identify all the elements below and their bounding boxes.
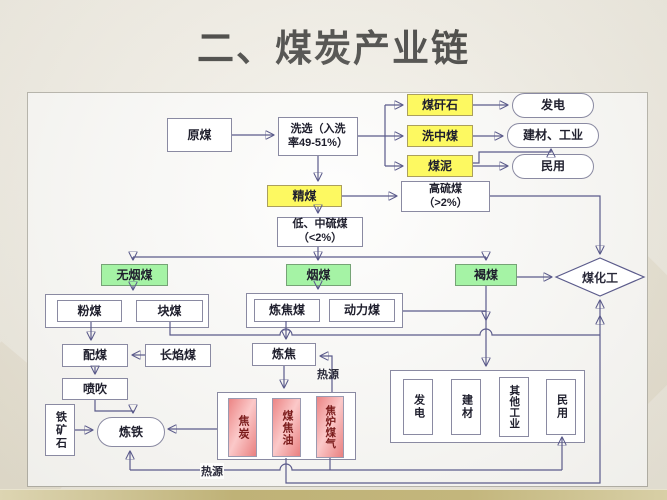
node-powder-coal: 粉煤 [57,300,122,322]
terminal-power-generation-top: 发电 [512,93,594,118]
node-coking-label: 炼焦 [271,347,296,361]
label-heat-source-iron-text: 热源 [200,462,224,479]
node-injection-label: 喷吹 [82,381,107,396]
node-blended-coal-label: 配煤 [82,348,107,362]
node-coal-gangue-label: 煤矸石 [421,97,458,112]
node-washed-middling-label: 洗中煤 [421,128,458,143]
node-other-industry-label: 其他工业 [508,385,521,429]
node-bituminous-coal: 烟煤 [286,264,351,286]
node-coal-gangue: 煤矸石 [407,94,473,116]
node-anthracite: 无烟煤 [101,264,168,286]
node-iron-ore-label: 铁矿石 [54,410,67,450]
node-bituminous-coal-label: 烟煤 [306,267,331,282]
node-thermal-coal-label: 动力煤 [343,303,380,317]
diamond-coal-chemical-label: 煤化工 [581,270,618,285]
node-lump-coal-label: 块煤 [157,303,182,318]
node-coke-oven-gas: 焦炉煤气 [316,396,344,458]
node-blended-coal: 配煤 [62,344,128,367]
terminal-building-materials-industry: 建材、工业 [507,123,599,148]
node-long-flame-coal-label: 长焰煤 [159,348,196,362]
node-coke: 焦炭 [228,398,257,457]
node-injection: 喷吹 [62,378,128,400]
node-coke-oven-gas-label: 焦炉煤气 [324,405,337,449]
node-washing: 洗选（入洗 率49-51%） [278,117,358,156]
node-low-mid-sulfur-coal: 低、中硫煤 （<2%） [277,217,363,247]
node-washing-line2: 率49-51%） [288,136,348,149]
node-civil-use-bottom-label: 民用 [555,394,568,420]
node-powder-coal-label: 粉煤 [77,303,102,318]
node-anthracite-label: 无烟煤 [116,267,153,282]
node-civil-use-bottom: 民用 [546,379,576,435]
node-washed-middling-coal: 洗中煤 [407,125,473,147]
label-heat-source-coking-text: 热源 [317,368,339,381]
terminal-civil-use-top: 民用 [512,154,594,179]
node-thermal-coal: 动力煤 [329,299,395,322]
node-building-materials: 建材 [451,379,481,435]
node-coal-tar-label: 煤焦油 [281,409,293,446]
label-heat-source-iron: 热源 [193,462,231,479]
node-power-generation-bottom: 发电 [403,379,433,435]
node-clean-coal-label: 精煤 [292,188,317,203]
node-lump-coal: 块煤 [136,300,203,322]
node-coal-slime: 煤泥 [407,155,473,177]
node-raw-coal: 原煤 [167,118,232,152]
node-washing-line1: 洗选（入洗 [290,122,346,135]
diamond-coal-chemical: 煤化工 [560,269,640,285]
label-heat-source-coking: 热源 [310,366,346,381]
node-other-industry: 其他工业 [499,377,529,437]
terminal-power-generation-top-label: 发电 [540,98,565,112]
terminal-iron-smelting: 炼铁 [97,417,165,447]
node-long-flame-coal: 长焰煤 [145,344,211,367]
node-high-sulfur-line1: 高硫煤 [429,182,462,195]
node-coal-tar: 煤焦油 [272,398,301,457]
node-low-mid-sulfur-line1: 低、中硫煤 [292,218,348,231]
terminal-building-materials-industry-label: 建材、工业 [522,128,583,142]
node-raw-coal-label: 原煤 [187,127,212,142]
node-coking-coal-label: 炼焦煤 [268,303,305,317]
node-coking-coal: 炼焦煤 [254,299,320,322]
node-coal-slime-label: 煤泥 [427,158,452,173]
node-low-mid-sulfur-line2: （<2%） [297,232,343,244]
node-high-sulfur-line2: （>2%） [423,196,468,209]
node-clean-coal: 精煤 [267,185,342,207]
node-power-generation-bottom-label: 发电 [412,394,425,420]
terminal-iron-smelting-label: 炼铁 [118,424,143,439]
node-coking: 炼焦 [252,343,316,366]
node-coke-label: 焦炭 [237,414,249,441]
node-iron-ore: 铁矿石 [45,404,75,456]
node-lignite-label: 褐煤 [473,267,498,282]
footer-bar [0,489,667,500]
node-high-sulfur-coal: 高硫煤 （>2%） [401,181,490,212]
node-building-materials-label: 建材 [460,394,473,420]
slide-title: 二、煤炭产业链 [197,28,470,69]
node-lignite: 褐煤 [455,264,517,286]
terminal-civil-use-top-label: 民用 [540,159,565,173]
